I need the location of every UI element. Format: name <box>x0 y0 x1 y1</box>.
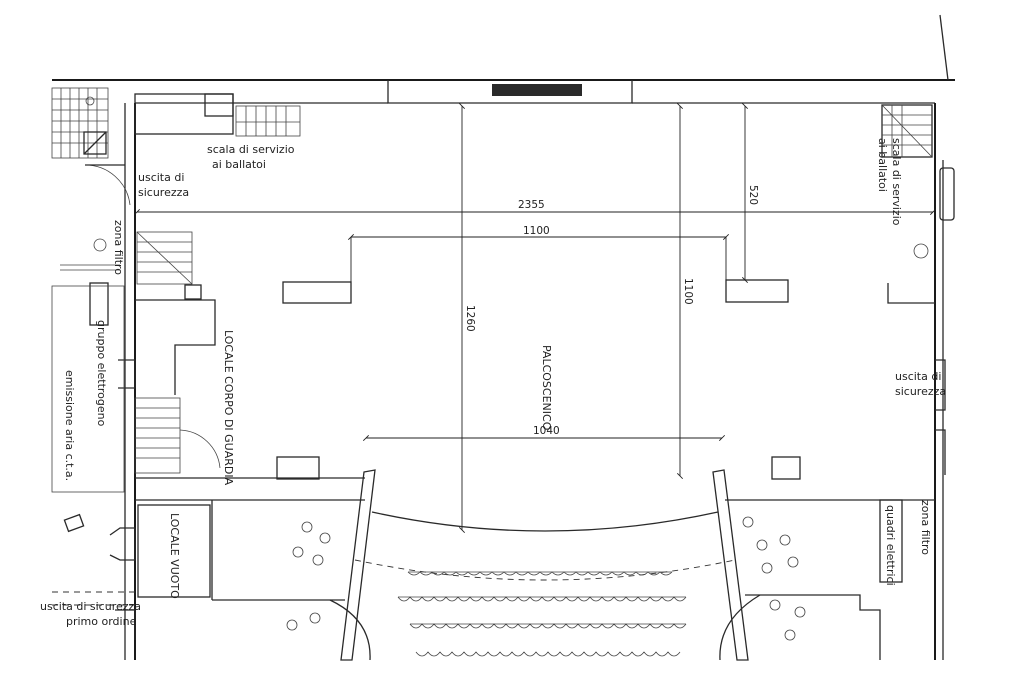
label-uscita-right-1: uscita di <box>895 370 941 383</box>
label-zona-filtro-left: zona filtro <box>112 220 125 275</box>
label-scala-servizio-right-2: ai ballatoi <box>876 138 889 192</box>
stage-elements <box>276 237 801 480</box>
label-uscita-left-1: uscita di <box>138 171 184 184</box>
label-uscita-primo-2: primo ordine <box>66 615 137 628</box>
box-seats-right <box>742 516 806 641</box>
right-service-area <box>879 104 955 583</box>
label-scala-servizio-right-1: scala di servizio <box>890 138 903 226</box>
label-uscita-primo-1: uscita di sicurezza <box>40 600 141 613</box>
dim-front-width: 1040 <box>533 425 560 437</box>
service-stair-left <box>235 105 301 137</box>
left-service-area <box>51 87 365 533</box>
stair-zona-filtro <box>136 231 193 285</box>
labels: scala di servizio ai ballatoi uscita di … <box>40 138 946 628</box>
outer-walls <box>52 14 955 660</box>
toilet-tiles <box>51 87 109 159</box>
dim-rear-depth: 520 <box>747 185 759 205</box>
stair-corpo-guardia <box>134 397 181 474</box>
label-uscita-right-2: sicurezza <box>895 385 946 398</box>
label-locale-corpo-guardia: LOCALE CORPO DI GUARDIA <box>222 330 235 486</box>
dim-total-width: 2355 <box>518 199 545 211</box>
label-emissione-aria: emissione aria c.t.a. <box>63 370 76 481</box>
dimension-lines <box>133 102 937 534</box>
dim-stage-depth: 1260 <box>464 305 476 332</box>
stage-top-opening <box>492 84 582 96</box>
box-seats-left <box>286 521 331 631</box>
dim-inner-width: 1100 <box>523 225 550 237</box>
label-quadri-elettrici: quadri elettrici <box>884 505 897 586</box>
label-palcoscenico: PALCOSCENICO <box>540 345 553 431</box>
label-zona-filtro-right: zona filtro <box>919 500 932 555</box>
label-locale-vuoto: LOCALE VUOTO <box>168 513 181 599</box>
dim-right-depth: 1100 <box>682 278 694 305</box>
stalls-rows <box>397 571 687 657</box>
service-stair-right <box>881 104 933 158</box>
label-gruppo-elettrogeno: gruppo elettrogeno <box>95 320 108 427</box>
label-uscita-left-2: sicurezza <box>138 186 189 199</box>
auditorium <box>52 469 935 661</box>
label-scala-servizio-left-2: ai ballatoi <box>212 158 266 171</box>
label-scala-servizio-left-1: scala di servizio <box>207 143 295 156</box>
